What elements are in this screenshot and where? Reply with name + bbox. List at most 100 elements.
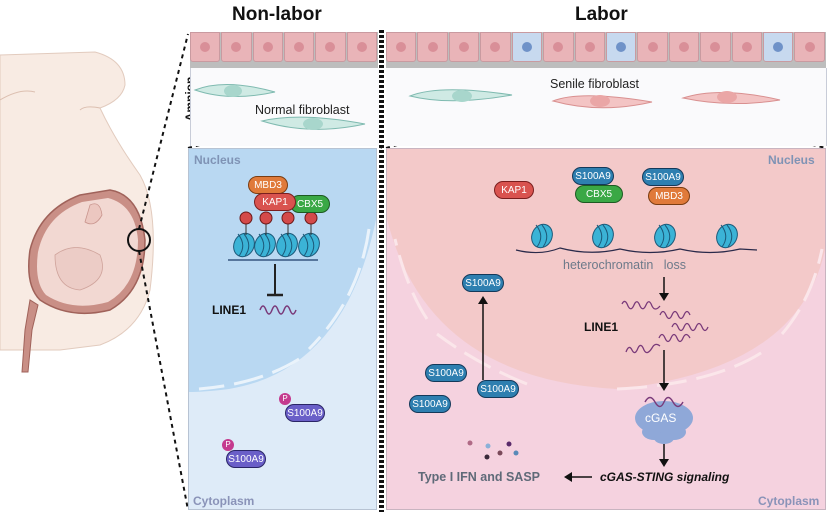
nonlabor-nucleus-shape [189,149,376,392]
cell-nucleus [773,42,784,52]
cgas-cloud [635,396,693,444]
s100a9-cytoplasm-labor-2: S100A9 [477,380,519,398]
epithelial-cell [386,32,417,62]
epithelial-cell [637,32,668,62]
epithelial-cell [346,32,377,62]
cell-nucleus [741,42,752,52]
arrow-to-signaling [659,444,669,467]
senile-fibroblast-2 [681,91,781,105]
epithelium-nonlabor [190,32,378,68]
nucleosome [716,223,738,249]
nucleosome [531,223,553,249]
nucleosome [233,232,255,258]
normal-fibroblast-2 [260,116,366,130]
epithelial-cell [480,32,511,62]
normal-fibroblast-labor [408,89,513,102]
type-i-ifn-sasp-label: Type I IFN and SASP [418,470,541,484]
epithelial-cell [283,32,315,62]
nonlabor-title: Non-labor [232,4,322,25]
epithelial-cell [543,32,574,62]
epithelial-cell [190,32,221,62]
line1-wave-nonlabor [259,305,297,315]
s100a9-cytoplasm-nonlabor-2: S100A9 [226,450,266,468]
epithelial-cell-senescent [605,32,637,62]
cell-nucleus [553,42,564,52]
phospho-marker-2: P [222,439,234,451]
arrow-to-output [564,472,592,482]
normal-fibroblast-1 [193,84,276,97]
line1-label-nonlabor: LINE1 [212,303,247,317]
epithelial-cell [574,32,605,62]
epithelial-cell [668,32,700,62]
heterochromatin-loss-label: heterochromatin loss [563,258,686,272]
cell-nucleus [616,42,627,52]
labor-cytoplasm-label: Cytoplasm [758,494,820,508]
mbd3-protein-labor: MBD3 [648,187,690,205]
nucleosome [254,232,276,258]
panel-divider [379,30,384,512]
nucleosome [654,223,676,249]
cell-nucleus [231,42,242,52]
nucleosome [298,232,320,258]
epithelial-cell [252,32,283,62]
inhibition-bar [267,264,283,297]
labor-nucleus-label: Nucleus [768,153,815,167]
cell-nucleus [200,42,211,52]
kap1-protein-nonlabor: KAP1 [254,193,296,211]
s100a9-cbx5-bound: S100A9 [572,167,614,185]
arrow-s100a9-nuclear-import [478,296,488,380]
line1-waves-labor [621,300,709,354]
nonlabor-cytoplasm-label: Cytoplasm [193,494,255,508]
s100a9-mbd3-bound: S100A9 [642,168,684,186]
cgas-sting-signaling-label: cGAS-STING signaling [600,470,730,484]
nucleosome [276,232,298,258]
senile-fibroblast-1 [551,95,653,109]
epithelial-cell-senescent [763,32,794,62]
senile-fibroblast-label: Senile fibroblast [550,77,639,91]
cell-nucleus [679,42,689,52]
cell-nucleus [396,42,407,52]
arrow-to-line1 [659,277,669,301]
stroma-nonlabor [190,68,379,146]
s100a9-cytoplasm-nonlabor-1: S100A9 [285,404,325,422]
cell-nucleus [521,42,532,52]
cell-nucleus [804,42,815,52]
phospho-marker-1: P [279,393,291,405]
cgas-label: cGAS [645,411,677,425]
methyl-marks [239,211,318,235]
epithelial-cell [221,32,252,62]
cell-nucleus [647,42,658,52]
cell-nucleus [262,42,273,52]
cell-nucleus [427,42,438,52]
nonlabor-nucleus-label: Nucleus [194,153,241,167]
s100a9-cytoplasm-labor-1: S100A9 [425,364,467,382]
epithelial-cell [417,32,448,62]
epithelial-cell-senescent [511,32,543,62]
epithelial-cell [794,32,825,62]
epithelial-cell [731,32,763,62]
cell-nucleus [459,42,470,52]
nonlabor-cell-panel [188,148,377,510]
cell-nucleus [710,42,721,52]
line1-label-labor: LINE1 [584,320,619,334]
s100a9-nuclear-labor: S100A9 [462,274,504,292]
cell-nucleus [294,42,305,52]
kap1-protein-labor: KAP1 [494,181,534,199]
cell-nucleus [490,42,501,52]
labor-cell-panel [386,148,826,510]
epithelial-cell [315,32,346,62]
normal-fibroblast-label: Normal fibroblast [255,103,350,117]
arrow-to-cgas [659,350,669,391]
labor-nucleus-shape [387,149,825,391]
epithelium-labor [386,32,826,68]
epithelial-cell [700,32,731,62]
epithelial-cell [448,32,480,62]
s100a9-cytoplasm-labor-3: S100A9 [409,395,451,413]
labor-title: Labor [575,4,628,25]
cell-nucleus [356,42,367,52]
cbx5-protein-labor: CBX5 [575,185,623,203]
